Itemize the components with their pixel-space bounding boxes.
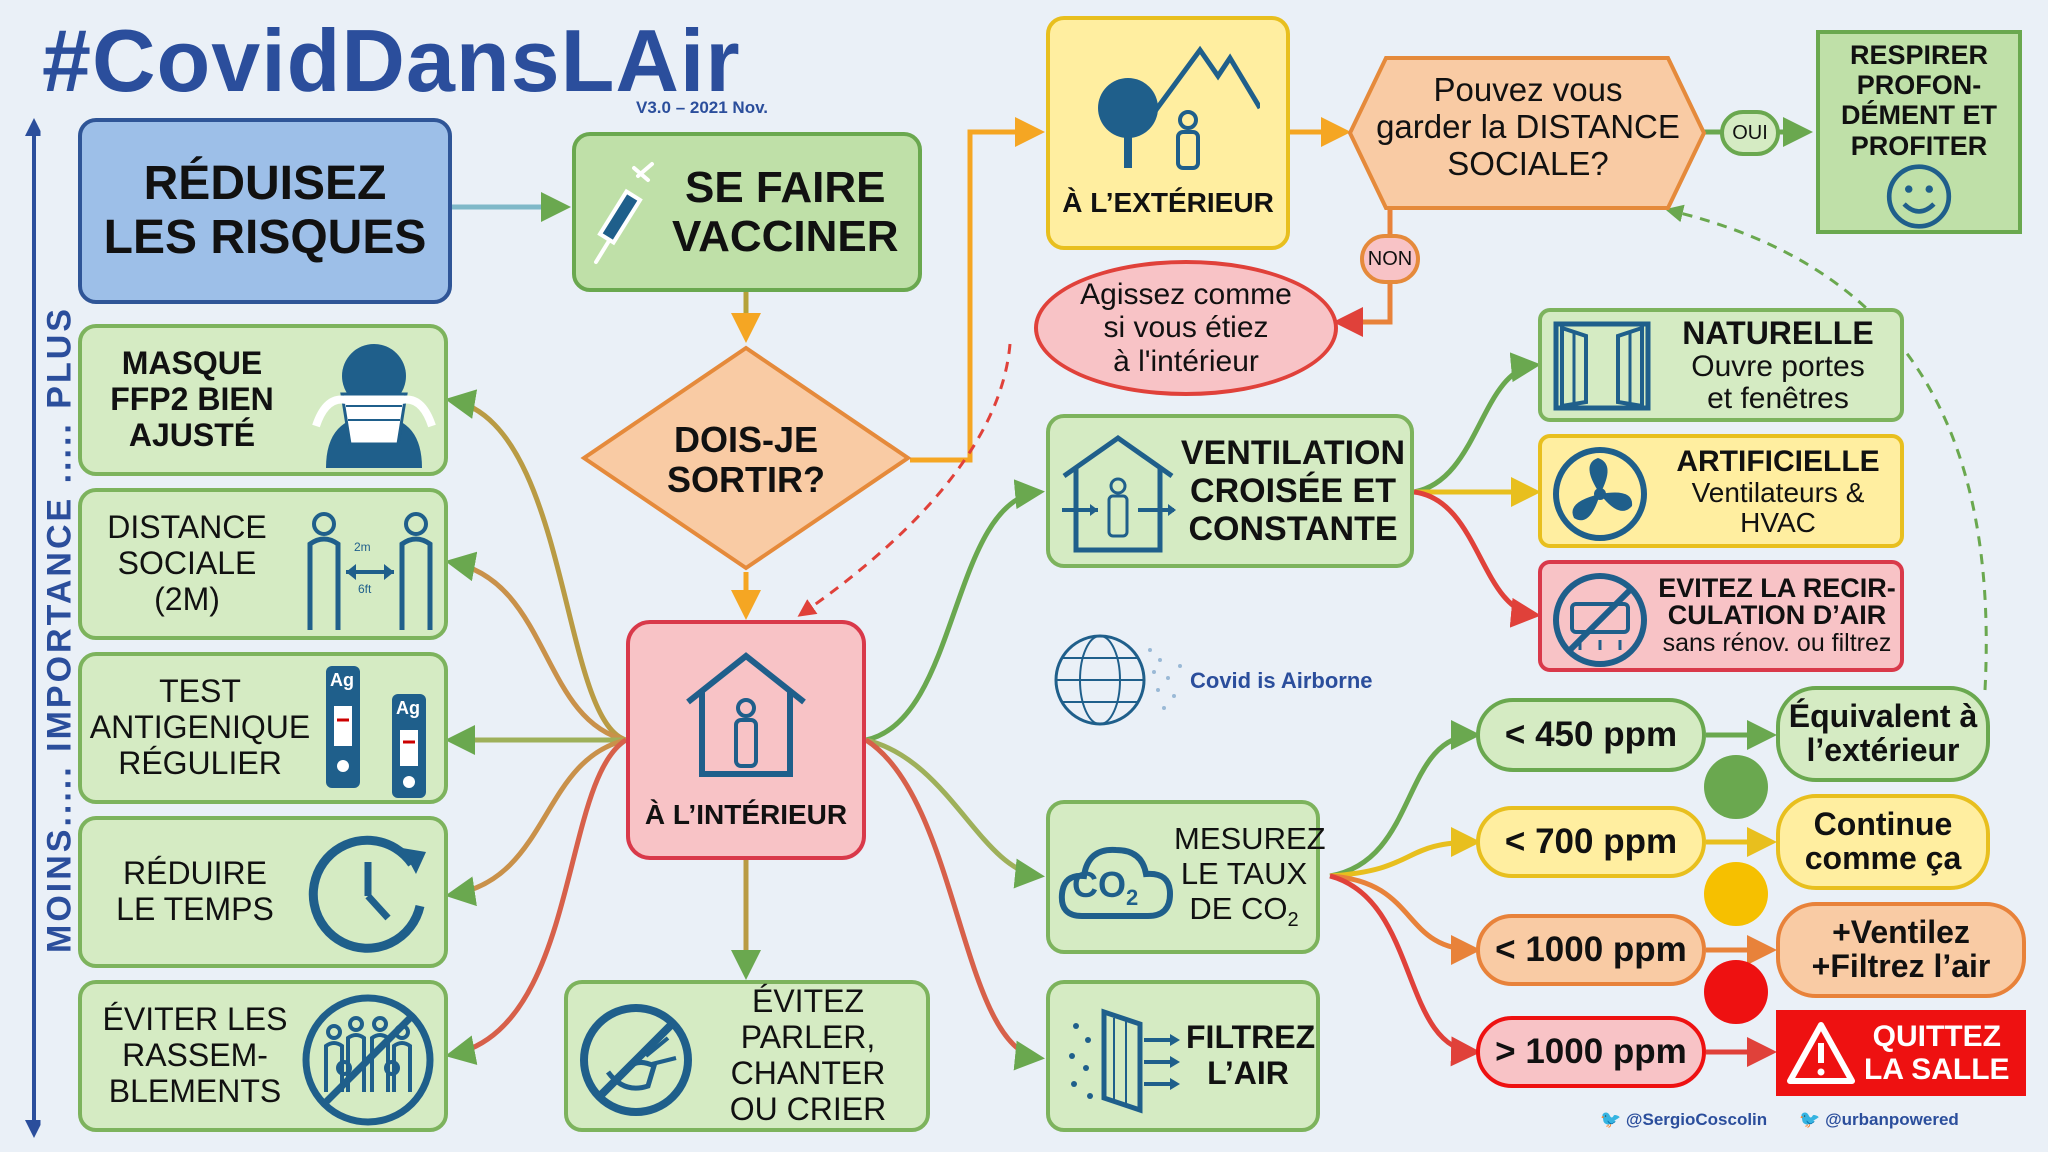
ppm-level-1000: < 1000 ppm — [1476, 914, 1706, 986]
filter-air-box: FILTREZ L’AIR — [1046, 980, 1320, 1132]
natural-vent-sub: Ouvre portes et fenêtres — [1691, 350, 1865, 415]
ventilation-text: VENTILATION CROISÉE ET CONSTANTE — [1180, 433, 1406, 549]
test-icon — [326, 666, 426, 798]
action-ventilate-filter: +Ventilez +Filtrez l’air — [1776, 902, 2026, 998]
leave-room-box: QUITTEZ LA SALLE — [1776, 1010, 2026, 1096]
co2-icon-text: CO — [1072, 864, 1126, 905]
artificial-vent-title: ARTIFICIELLE — [1676, 444, 1880, 478]
inside-text: À L’INTÉRIEUR — [644, 798, 848, 830]
covid-airborne-logo-text: Covid is Airborne — [1190, 668, 1373, 693]
window-icon — [1553, 321, 1651, 411]
credits: 🐦 @SergioCoscolin 🐦 @urbanpowered — [1600, 1110, 1959, 1130]
breathe-box: RESPIRER PROFON- DÉMENT ET PROFITER — [1816, 30, 2022, 234]
ppm-level-700: < 700 ppm — [1476, 806, 1706, 878]
air-filter-icon — [1069, 1008, 1180, 1114]
mask-icon — [312, 344, 436, 468]
traffic-light-yellow — [1704, 862, 1768, 926]
outside-box: À L’EXTÉRIEUR — [1046, 16, 1290, 250]
co2-text-2: LE TAUX — [1180, 856, 1308, 892]
smiley-icon — [1886, 164, 1952, 229]
mask-box: MASQUE FFP2 BIEN AJUSTÉ — [78, 324, 448, 476]
no-talking-icon — [580, 1004, 692, 1116]
distance-question-hexagon — [1347, 56, 1707, 210]
mask-text: MASQUE FFP2 BIEN AJUSTÉ — [110, 345, 274, 453]
test-icon-label-1: Ag — [330, 670, 354, 690]
version-label: V3.0 – 2021 Nov. — [636, 98, 768, 117]
artificial-vent-sub: Ventilateurs & HVAC — [1691, 477, 1865, 538]
twitter-icon: 🐦 — [1799, 1110, 1821, 1129]
page-title: #CovidDansLAir — [42, 11, 741, 110]
ppm-level-450: < 450 ppm — [1476, 698, 1706, 772]
distance-text: DISTANCE SOCIALE (2M) — [107, 509, 267, 617]
reduce-risks-text: RÉDUISEZ LES RISQUES — [103, 157, 427, 264]
traffic-light-red — [1704, 960, 1768, 1024]
importance-axis — [25, 118, 43, 1138]
ppm-level-over-1000: > 1000 ppm — [1476, 1016, 1706, 1088]
distance-icon-label-ft: 6ft — [358, 582, 372, 596]
act-inside-text: Agissez comme si vous étiez à l'intérieu… — [1080, 277, 1292, 378]
reduce-risks-box: RÉDUISEZ LES RISQUES — [78, 118, 452, 304]
fan-icon — [1553, 447, 1647, 541]
test-box: TEST ANTIGENIQUE RÉGULIER Ag Ag — [78, 652, 448, 804]
mountain-tree-icon — [1098, 45, 1260, 170]
importance-axis-label: MOINS..... IMPORTANCE ..... PLUS — [40, 129, 80, 1130]
distance-box: DISTANCE SOCIALE (2M) 2m 6ft — [78, 488, 448, 640]
crowd-icon — [302, 994, 434, 1126]
decision-text: DOIS-JE SORTIR? — [667, 419, 825, 501]
traffic-light-green — [1704, 755, 1768, 819]
syringe-icon — [594, 162, 654, 264]
distance-question-text: Pouvez vous garder la DISTANCE SOCIALE? — [1376, 71, 1680, 182]
act-inside-ellipse: Agissez comme si vous étiez à l'intérieu… — [1034, 260, 1338, 396]
non-label: NON — [1360, 234, 1420, 284]
covid-airborne-logo-globe — [1054, 634, 1182, 726]
test-icon-label-2: Ag — [396, 698, 420, 718]
reduce-time-box: RÉDUIRE LE TEMPS — [78, 816, 448, 968]
cross-ventilation-icon — [1062, 434, 1176, 553]
recirculation-title: EVITEZ LA RECIR- CULATION D’AIR — [1658, 572, 1896, 630]
test-text: TEST ANTIGENIQUE RÉGULIER — [89, 673, 311, 781]
action-continue: Continue comme ça — [1776, 794, 1990, 890]
co2-text-3: DE CO — [1189, 890, 1288, 926]
vaccine-box: SE FAIRE VACCINER — [572, 132, 922, 292]
clock-icon — [308, 835, 426, 953]
gatherings-text: ÉVITER LES RASSEM- BLEMENTS — [102, 1001, 288, 1109]
artificial-vent-box: ARTIFICIELLE Ventilateurs & HVAC — [1538, 434, 1904, 548]
recirculation-sub: sans rénov. ou filtrez — [1662, 628, 1892, 657]
co2-icon-sub: 2 — [1126, 885, 1139, 911]
co2-box: CO2 MESUREZ LE TAUX DE CO2 — [1046, 800, 1326, 954]
co2-text-sub: 2 — [1287, 909, 1299, 932]
oui-label: OUI — [1720, 110, 1780, 156]
ventilation-box: VENTILATION CROISÉE ET CONSTANTE — [1046, 414, 1414, 568]
twitter-icon: 🐦 — [1600, 1110, 1622, 1129]
decision-diamond — [580, 345, 912, 571]
outside-text: À L’EXTÉRIEUR — [1062, 186, 1274, 218]
breathe-text: RESPIRER PROFON- DÉMENT ET PROFITER — [1840, 40, 1997, 161]
distance-icon — [307, 512, 433, 630]
natural-vent-title: NATURELLE — [1682, 314, 1874, 351]
action-outside-equivalent: Équivalent à l’extérieur — [1776, 686, 1990, 782]
recirculation-box: EVITEZ LA RECIR- CULATION D’AIR sans rén… — [1538, 560, 1904, 672]
filter-air-text: FILTREZ L’AIR — [1186, 1019, 1316, 1091]
no-recirculation-icon — [1553, 573, 1647, 667]
house-person-icon — [686, 652, 806, 777]
co2-text-1: MESUREZ — [1174, 821, 1326, 857]
warning-icon — [1787, 1022, 1855, 1084]
distance-icon-label-m: 2m — [354, 540, 371, 554]
credit-2: 🐦 @urbanpowered — [1799, 1110, 1959, 1129]
natural-vent-box: NATURELLE Ouvre portes et fenêtres — [1538, 308, 1904, 422]
vaccine-text: SE FAIRE VACCINER — [672, 162, 899, 261]
avoid-talking-text: ÉVITEZ PARLER, CHANTER OU CRIER — [729, 983, 887, 1127]
reduce-time-text: RÉDUIRE LE TEMPS — [116, 855, 274, 927]
inside-box: À L’INTÉRIEUR — [626, 620, 866, 860]
co2-cloud-icon — [1058, 846, 1174, 919]
leave-room-text: QUITTEZ LA SALLE — [1864, 1020, 2010, 1086]
gatherings-box: ÉVITER LES RASSEM- BLEMENTS — [78, 980, 448, 1132]
credit-1: 🐦 @SergioCoscolin — [1600, 1110, 1768, 1129]
avoid-talking-box: ÉVITEZ PARLER, CHANTER OU CRIER — [564, 980, 930, 1132]
